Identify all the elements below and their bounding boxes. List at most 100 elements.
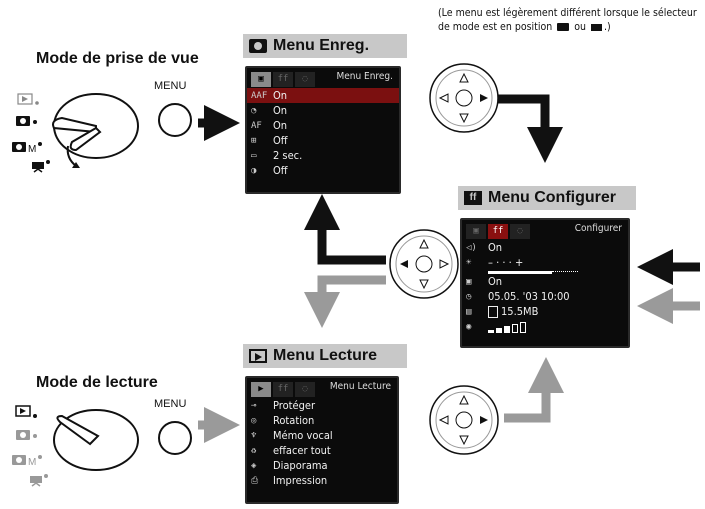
record-menu-tabs: ▣ ff ◌ Menu Enreg.	[247, 68, 399, 88]
right-arrow-icon	[439, 259, 450, 269]
down-arrow-icon	[419, 279, 429, 290]
brightness-bar-row	[462, 270, 628, 274]
row-value: 15.5MB	[488, 305, 538, 318]
tab-record[interactable]: ▣	[251, 71, 271, 87]
row-value: On	[273, 104, 288, 117]
up-arrow-icon	[419, 238, 429, 249]
list-item[interactable]: ♻ effacer tout	[247, 443, 397, 458]
self-timer-icon: ◔	[251, 105, 257, 116]
list-item[interactable]: ◑Off	[247, 163, 399, 178]
playback-menu-title: Menu Lecture	[273, 347, 378, 364]
note-line: (Le menu est légèrement différent lorsqu…	[438, 7, 697, 33]
play-icon	[249, 349, 267, 363]
right-arrow-icon	[480, 94, 488, 102]
record-menu-title-bar: Menu Enreg.	[243, 34, 407, 58]
note-text: (Le menu est légèrement différent lorsqu…	[438, 6, 700, 34]
menu-button-shooting[interactable]	[158, 103, 192, 137]
tab-record[interactable]: ▣	[466, 223, 486, 239]
list-item[interactable]: ⊞Off	[247, 133, 399, 148]
note-end: .)	[604, 21, 611, 33]
slideshow-icon: ◈	[251, 460, 257, 471]
microphone-icon: ♆	[251, 430, 257, 441]
playback-menu-tabs: ▶ ff ◌ Menu Lecture	[247, 378, 397, 398]
camera-icon-inline	[557, 23, 570, 31]
row-value: On	[488, 241, 503, 254]
row-value: Rotation	[273, 414, 315, 427]
list-item[interactable]: ◎ Rotation	[247, 413, 397, 428]
row-value: – · · · +	[488, 256, 524, 269]
setup-menu-tabs: ▣ ff ◌ Configurer	[462, 220, 628, 240]
print-icon: ⎙	[251, 475, 259, 486]
tab-mycamera[interactable]: ◌	[510, 223, 530, 239]
list-item[interactable]: ☀ – · · · +	[462, 255, 628, 270]
volume-bars	[488, 321, 526, 333]
list-item[interactable]: ◁) On	[462, 240, 628, 255]
row-value: Protéger	[273, 399, 316, 412]
list-item[interactable]: ▭2 sec.	[247, 148, 399, 163]
list-item[interactable]: ⎙ Impression	[247, 473, 397, 488]
brightness-bar	[488, 270, 552, 274]
setup-menu-title: Menu Configurer	[488, 189, 616, 206]
setup-menu-screen: ▣ ff ◌ Configurer ◁)On ☀– · · · + ▣On ◷0…	[460, 218, 630, 348]
tab-mycamera[interactable]: ◌	[295, 381, 315, 397]
row-value: Impression	[273, 474, 328, 487]
movie-mode-icon	[32, 162, 44, 169]
stitch-icon: ◑	[251, 165, 257, 176]
list-item[interactable]: ⊸ Protéger	[247, 398, 397, 413]
tab-setup[interactable]: ff	[273, 71, 293, 87]
arrow-setup-to-playback	[304, 275, 386, 328]
volume-icon: ◉	[466, 321, 472, 332]
row-value: On	[273, 119, 288, 132]
list-item[interactable]: ◈ Diaporama	[247, 458, 397, 473]
note-or: ou	[574, 21, 587, 33]
record-screen-title: Menu Enreg.	[336, 71, 393, 82]
controller-left	[389, 229, 459, 299]
row-value: 05.05. '03 10:00	[488, 290, 570, 303]
setup-icon: ff	[464, 191, 482, 205]
list-item[interactable]: ▣ On	[462, 274, 628, 289]
tab-setup[interactable]: ff	[488, 223, 508, 239]
brightness-icon: ☀	[466, 257, 472, 268]
tab-playback[interactable]: ▶	[251, 381, 271, 397]
row-value: Mémo vocal	[273, 429, 333, 442]
speaker-icon: ◁)	[466, 242, 477, 253]
row-value: Diaporama	[273, 459, 328, 472]
menu-button-label-shooting: MENU	[154, 80, 187, 92]
power-saving-icon: ▣	[466, 276, 472, 287]
list-item[interactable]: AF On	[247, 118, 399, 133]
list-item[interactable]: ◷05.05. '03 10:00	[462, 289, 628, 304]
list-item[interactable]: ♆ Mémo vocal	[247, 428, 397, 443]
left-arrow-icon	[438, 93, 449, 103]
trash-icon: ♻	[251, 445, 257, 456]
aaf-icon: AAF	[251, 90, 268, 101]
row-value: Off	[273, 134, 288, 147]
display-icon: ▭	[251, 150, 257, 161]
card-icon	[488, 306, 498, 318]
record-menu-title: Menu Enreg.	[273, 37, 370, 54]
up-arrow-icon	[459, 72, 469, 83]
rotate-icon: ◎	[251, 415, 257, 426]
row-value-text: 15.5MB	[501, 305, 539, 318]
playback-screen-title: Menu Lecture	[329, 381, 391, 392]
tab-mycamera[interactable]: ◌	[295, 71, 315, 87]
movie-icon-inline	[591, 23, 603, 31]
playback-menu-title-bar: Menu Lecture	[243, 344, 407, 368]
menu-button-playback[interactable]	[158, 421, 192, 455]
arrow-playback-to-setup	[504, 357, 564, 423]
list-item[interactable]: ◔ On	[247, 103, 399, 118]
row-value: On	[488, 275, 503, 288]
right-arrow-icon	[480, 416, 488, 424]
list-item[interactable]: ▤15.5MB	[462, 304, 628, 319]
down-arrow-icon	[459, 435, 469, 446]
mode-dial-playback: M	[12, 405, 139, 487]
movie-mode-icon-dim	[30, 476, 42, 483]
list-item[interactable]: ◉	[462, 319, 628, 334]
key-icon: ⊸	[251, 400, 257, 411]
arrow-record-to-setup	[498, 94, 563, 163]
tab-setup[interactable]: ff	[273, 381, 293, 397]
row-value: effacer tout	[273, 444, 331, 457]
af-icon: AF	[251, 120, 262, 131]
camera-icon	[249, 39, 267, 53]
